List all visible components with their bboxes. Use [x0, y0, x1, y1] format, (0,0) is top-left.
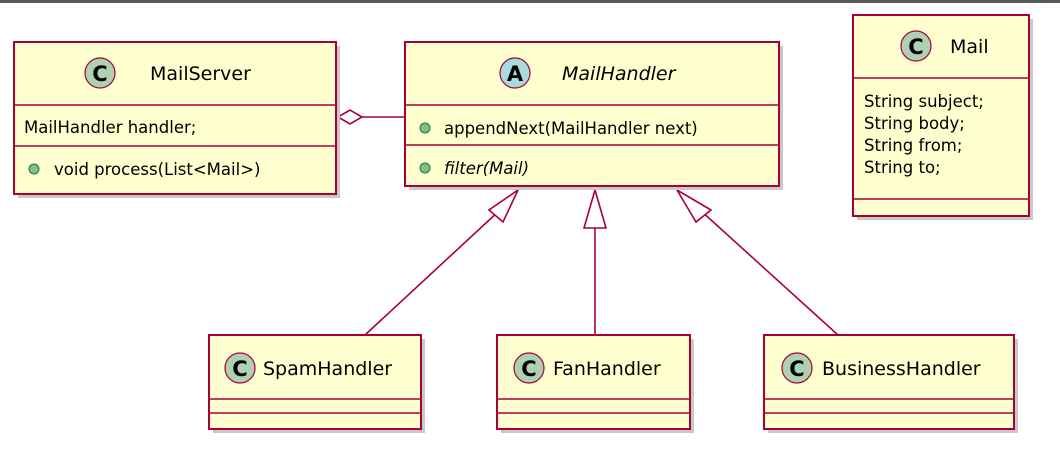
generalization-spamhandler-mailhandler [364, 187, 520, 336]
aggregation-diamond [336, 109, 364, 125]
top-border [0, 0, 1060, 3]
badge-letter: C [789, 357, 804, 381]
class-mailhandler[interactable]: A MailHandler appendNext(MailHandler nex… [404, 41, 783, 190]
field: String from; [864, 136, 962, 155]
class-name: BusinessHandler [822, 358, 981, 380]
class-fanhandler[interactable]: C FanHandler [496, 334, 694, 433]
class-name: FanHandler [553, 358, 661, 380]
method: appendNext(MailHandler next) [444, 119, 698, 138]
method: void process(List<Mail>) [54, 160, 260, 179]
generalization-fanhandler-mailhandler [582, 187, 608, 335]
field: String to; [864, 158, 941, 177]
relations [336, 109, 839, 336]
inheritance-arrowhead [487, 187, 520, 224]
badge-letter: C [908, 35, 923, 59]
inheritance-arrowhead [676, 189, 713, 224]
method-abstract: filter(Mail) [444, 159, 529, 178]
class-mailserver[interactable]: C MailServer MailHandler handler; void p… [13, 41, 340, 198]
class-badge-icon: C [224, 352, 256, 384]
class-badge-icon: C [513, 352, 545, 384]
class-spamhandler[interactable]: C SpamHandler [208, 334, 425, 433]
generalization-businesshandler-mailhandler [676, 189, 839, 336]
class-businesshandler[interactable]: C BusinessHandler [763, 334, 1018, 433]
inheritance-arrowhead [582, 187, 608, 229]
class-name: MailServer [150, 63, 251, 85]
public-visibility-icon [28, 163, 40, 175]
badge-letter: C [92, 62, 107, 86]
badge-letter: A [507, 62, 524, 86]
class-badge-icon: C [781, 352, 813, 384]
field: String subject; [864, 92, 984, 111]
class-name: Mail [950, 36, 989, 58]
class-mail[interactable]: C Mail String subject; String body; Stri… [852, 14, 1033, 220]
class-name: SpamHandler [263, 358, 392, 380]
badge-letter: C [521, 357, 536, 381]
field: MailHandler handler; [24, 118, 196, 137]
abstract-badge-icon: A [499, 57, 531, 89]
field: String body; [864, 114, 965, 133]
class-name: MailHandler [562, 63, 677, 85]
public-visibility-icon [419, 162, 431, 174]
badge-letter: C [232, 357, 247, 381]
aggregation-mailserver-mailhandler [336, 109, 405, 125]
public-visibility-icon [419, 122, 431, 134]
class-badge-icon: C [900, 30, 932, 62]
class-badge-icon: C [84, 57, 116, 89]
